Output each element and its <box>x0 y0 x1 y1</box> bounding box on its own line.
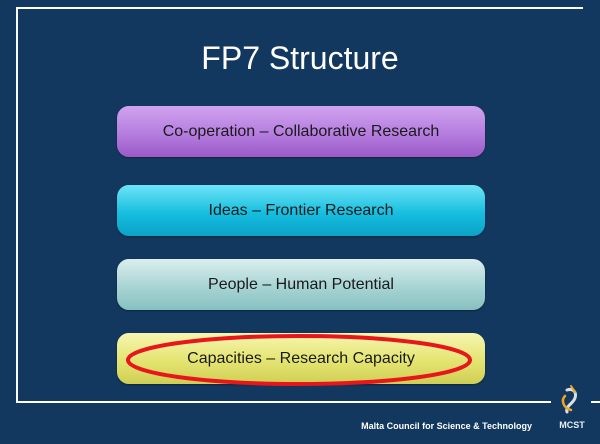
red-highlight-ellipse <box>126 334 472 386</box>
structure-bar-ideas: Ideas – Frontier Research <box>117 185 485 236</box>
structure-bar-label: Ideas – Frontier Research <box>208 202 394 219</box>
logo-text: MCST <box>559 420 585 430</box>
mcst-logo: MCST <box>551 384 591 434</box>
structure-bar-cooperation: Co-operation – Collaborative Research <box>117 106 485 157</box>
structure-bar-label: People – Human Potential <box>208 276 394 293</box>
structure-bar-label: Co-operation – Collaborative Research <box>162 123 440 140</box>
mcst-logo-icon <box>561 385 577 414</box>
structure-bar-people: People – Human Potential <box>117 259 485 310</box>
slide-title: FP7 Structure <box>201 40 399 76</box>
structure-bar-label: Capacities – Research Capacity <box>187 350 415 367</box>
slide-border-bottom <box>16 401 600 403</box>
slide-border-top <box>17 7 583 9</box>
slide-border-left <box>16 7 18 403</box>
footer-organization: Malta Council for Science & Technology <box>361 421 532 431</box>
